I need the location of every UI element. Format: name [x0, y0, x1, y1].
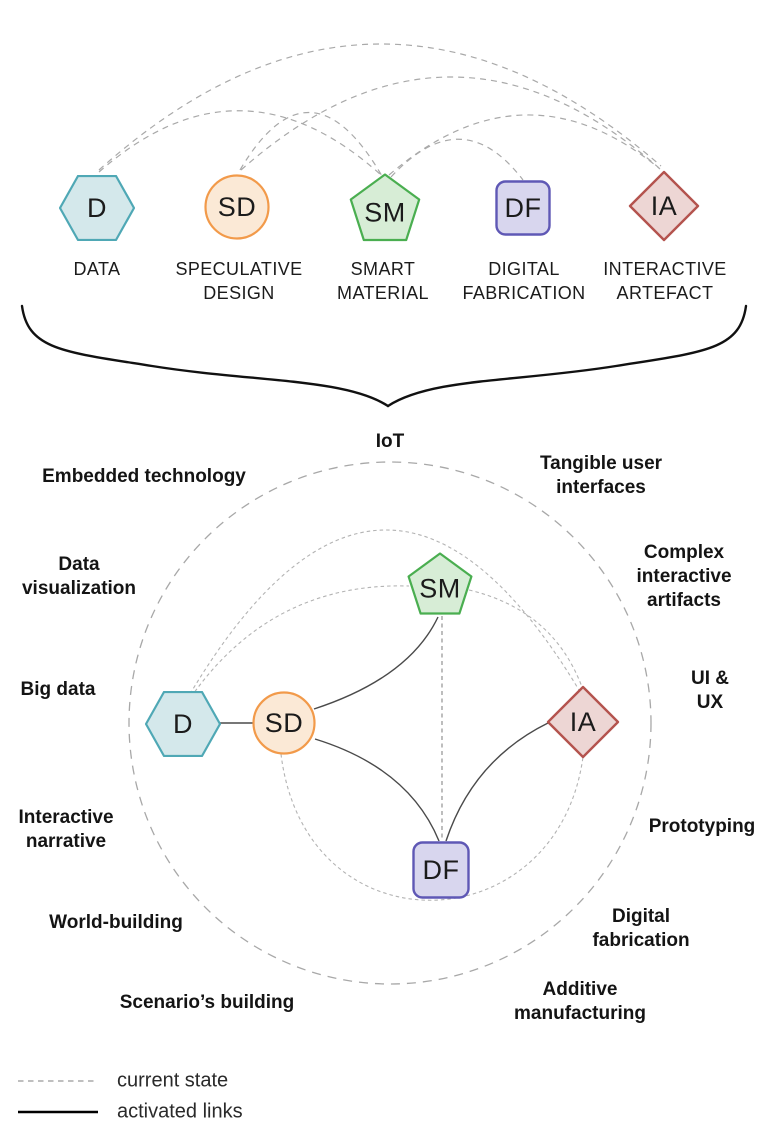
- top-node-interactive-artefact: IA: [628, 170, 700, 242]
- node-letter: DF: [504, 192, 542, 223]
- keyword-prototyping: Prototyping: [648, 816, 756, 837]
- node-letter: D: [87, 192, 107, 223]
- map-node-digital-fabrication: DF: [412, 841, 470, 899]
- square-shape: [412, 841, 470, 899]
- node-letter: IA: [650, 190, 678, 221]
- caption-interactive-artefact: INTERACTIVE ARTEFACT: [603, 259, 727, 303]
- keyword-tangible-user-interfaces: Tangible user interfaces: [539, 453, 663, 498]
- node-letter: SD: [264, 707, 304, 738]
- map-solid-df-ia: [445, 722, 549, 842]
- top-node-smart-material: SM: [348, 173, 422, 245]
- keyword-complex-interactive-artifacts: Complex interactive artifacts: [636, 542, 732, 611]
- circle-shape: [252, 691, 316, 755]
- map-node-interactive-artefact: IA: [546, 685, 620, 759]
- arc-sm-df: [390, 138, 524, 181]
- node-letter: D: [173, 708, 193, 739]
- circle-shape: [204, 174, 270, 240]
- arc-sd-ia: [240, 76, 660, 171]
- keyword-embedded-technology: Embedded technology: [42, 466, 246, 487]
- node-letter: SD: [217, 191, 257, 222]
- keyword-data-visualization: Data visualization: [21, 554, 137, 599]
- keyword-interactive-narrative: Interactive narrative: [18, 807, 114, 852]
- keyword-digital-fabrication: Digital fabrication: [592, 906, 690, 951]
- map-solid-links: [220, 616, 549, 842]
- outer-dashed-circle: [128, 461, 652, 985]
- caption-speculative-design: SPECULATIVE DESIGN: [175, 259, 303, 303]
- keyword-big-data: Big data: [20, 679, 96, 700]
- keyword-additive-manufacturing: Additive manufacturing: [514, 979, 646, 1024]
- caption-smart-material: SMART MATERIAL: [337, 259, 429, 303]
- node-letter: SM: [419, 573, 461, 603]
- keyword-ui-ux: UI & UX: [691, 668, 729, 713]
- map-solid-sd-sm: [313, 616, 439, 710]
- map-node-data: D: [145, 691, 221, 757]
- pentagon-shape: [349, 173, 421, 242]
- curly-brace: [20, 304, 748, 408]
- arc-sd-sm: [239, 111, 383, 177]
- top-dashed-arcs: [98, 43, 662, 181]
- map-arc-sm-ia: [468, 589, 583, 688]
- brace-right: [386, 304, 748, 408]
- map-arc-sd-ia: [280, 753, 584, 901]
- brace-left: [20, 304, 390, 408]
- legend-current-state: current state: [117, 1069, 229, 1092]
- map-node-smart-material: SM: [406, 552, 474, 618]
- map-solid-sd-df: [314, 738, 440, 842]
- top-node-data: D: [59, 175, 135, 241]
- map-dashed-links: [189, 529, 584, 901]
- map-arc-d-ia: [189, 529, 580, 695]
- node-letter: SM: [364, 197, 406, 227]
- map-node-speculative-design: SD: [252, 691, 316, 755]
- keyword-world-building: World-building: [49, 912, 183, 933]
- keyword-scenarios-building: Scenario’s building: [119, 992, 295, 1013]
- arc-d-ia: [98, 43, 662, 171]
- map-arc-d-sm: [190, 585, 410, 698]
- diamond-shape: [546, 685, 620, 759]
- hexagon-shape: [59, 175, 135, 241]
- node-letter: DF: [422, 854, 460, 885]
- caption-data: DATA: [73, 259, 121, 279]
- pentagon-shape: [407, 552, 473, 615]
- arc-d-sm: [98, 110, 382, 176]
- caption-digital-fabrication: DIGITAL FABRICATION: [462, 259, 586, 303]
- legend-activated-links: activated links: [117, 1100, 243, 1123]
- hexagon-shape: [145, 691, 221, 757]
- top-node-digital-fabrication: DF: [495, 180, 551, 236]
- square-shape: [495, 180, 551, 236]
- diamond-shape: [628, 170, 700, 242]
- keyword-iot: IoT: [375, 431, 405, 452]
- node-letter: IA: [569, 706, 597, 737]
- top-node-speculative-design: SD: [204, 174, 270, 240]
- arc-sm-ia: [388, 114, 661, 176]
